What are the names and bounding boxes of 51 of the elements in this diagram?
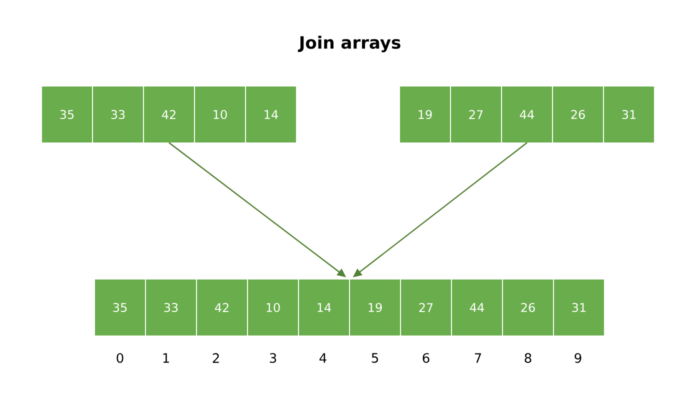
index-number: 0 xyxy=(116,353,124,363)
array-cell: 27 xyxy=(451,86,501,142)
array-cell: 14 xyxy=(246,86,296,142)
node-label: 35 xyxy=(113,302,127,312)
node-label: 14 xyxy=(318,303,331,312)
array-cell: 35 xyxy=(42,86,92,142)
node-label: 35 xyxy=(60,110,74,120)
node-label: 31 xyxy=(572,302,586,312)
node-label: 26 xyxy=(571,110,585,120)
node-label: 26 xyxy=(521,302,535,312)
array-cell: 31 xyxy=(554,280,604,336)
node-label: 19 xyxy=(418,110,432,120)
node-label: 14 xyxy=(264,110,278,119)
array-cell: 42 xyxy=(197,280,247,336)
index-number: 4 xyxy=(320,353,326,363)
index-number: 2 xyxy=(212,353,219,363)
array-cell: 44 xyxy=(502,86,552,142)
array-cell: 10 xyxy=(248,280,298,336)
node-label: 27 xyxy=(469,110,483,119)
array-cell: 31 xyxy=(604,86,654,142)
node-label: 31 xyxy=(622,110,636,120)
node-label: 10 xyxy=(266,302,280,312)
index-number: 6 xyxy=(422,353,430,363)
array-cell: 26 xyxy=(553,86,603,142)
node-label: 33 xyxy=(164,302,178,312)
index-number: 7 xyxy=(474,353,482,363)
array-cell: 10 xyxy=(195,86,245,142)
index-number: 3 xyxy=(270,353,276,363)
node-label: 33 xyxy=(111,110,125,120)
array-cell: 35 xyxy=(95,280,145,336)
node-label: 44 xyxy=(470,303,484,312)
index-number: 8 xyxy=(524,353,532,363)
node-label: 42 xyxy=(162,110,176,119)
node-label: 19 xyxy=(368,302,382,312)
array-cell: 14 xyxy=(299,280,349,336)
node-label: 42 xyxy=(214,303,228,312)
array-cell: 19 xyxy=(400,86,450,142)
title: Join arrays xyxy=(298,36,400,52)
index-number: 5 xyxy=(372,353,378,363)
node-label: 27 xyxy=(419,303,433,312)
array-cell: 44 xyxy=(452,280,502,336)
array-cell: 27 xyxy=(401,280,451,336)
index-number: 9 xyxy=(574,353,582,363)
array-cell: 33 xyxy=(93,86,143,142)
array-cell: 33 xyxy=(146,280,196,336)
array-cell: 19 xyxy=(350,280,400,336)
array-cell: 42 xyxy=(144,86,194,142)
index-number: 1 xyxy=(163,353,169,363)
array-cell: 26 xyxy=(503,280,553,336)
node-label: 10 xyxy=(214,110,227,120)
node-label: 44 xyxy=(520,110,534,119)
